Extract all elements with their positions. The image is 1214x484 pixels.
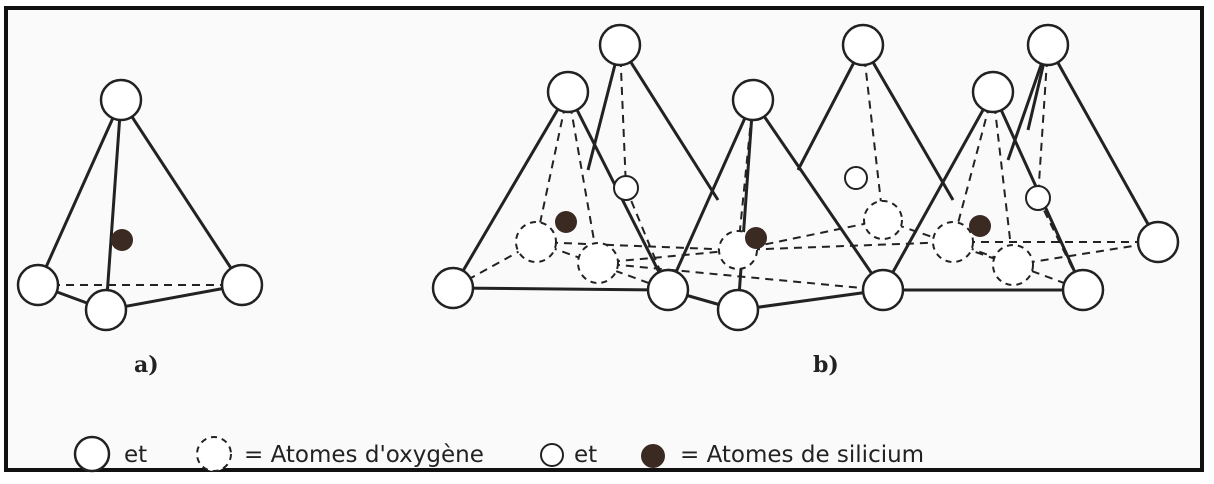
hidden-oxygen-atom [932,221,974,263]
oxygen-atom [1136,220,1180,264]
oxygen-atom [861,268,905,312]
oxygen-legend-icon [73,435,111,473]
silicon-atom-small [844,166,868,190]
hidden-oxygen-atom [992,244,1034,286]
hidden-oxygen-atom [863,200,903,240]
silicate-diagram: a) [16,23,1180,473]
silicon-atom-small [613,175,639,201]
silicon-atom [111,229,133,251]
hidden-oxygen-legend-icon [196,436,232,472]
hidden-oxygen-atom [515,221,557,263]
panel-label-b: b) [813,352,839,378]
silicon-small-legend-icon [540,443,564,467]
oxygen-atom [598,23,642,67]
silicon-atom [745,227,767,249]
oxygen-atom [1026,23,1070,67]
oxygen-atom [546,70,590,114]
oxygen-atom [731,78,775,122]
legend-et-2: et [574,442,597,468]
oxygen-atom [1061,268,1105,312]
oxygen-atom [646,268,690,312]
legend-oxygen-text: = Atomes d'oxygène [244,442,484,468]
legend-silicon-text: = Atomes de silicium [680,442,924,468]
tetrahedra-chain-b [431,23,1180,332]
oxygen-atom [16,263,60,307]
oxygen-atom [841,23,885,67]
legend: et = Atomes d'oxygène et = Atomes de sil… [73,435,924,473]
silicon-atom-small [1025,185,1051,211]
hidden-oxygen-atom [577,242,619,284]
silicon-legend-icon [641,444,665,468]
silicon-atom [969,215,991,237]
panel-label-a: a) [134,352,159,378]
legend-et-1: et [124,442,147,468]
oxygen-atom [84,288,128,332]
oxygen-atom [431,266,475,310]
oxygen-atom [971,70,1015,114]
tetrahedron-a [16,78,264,332]
silicon-atom [555,211,577,233]
oxygen-atom [220,263,264,307]
figure-frame: a) [4,6,1204,473]
oxygen-atom [99,78,143,122]
oxygen-atom [716,288,760,332]
